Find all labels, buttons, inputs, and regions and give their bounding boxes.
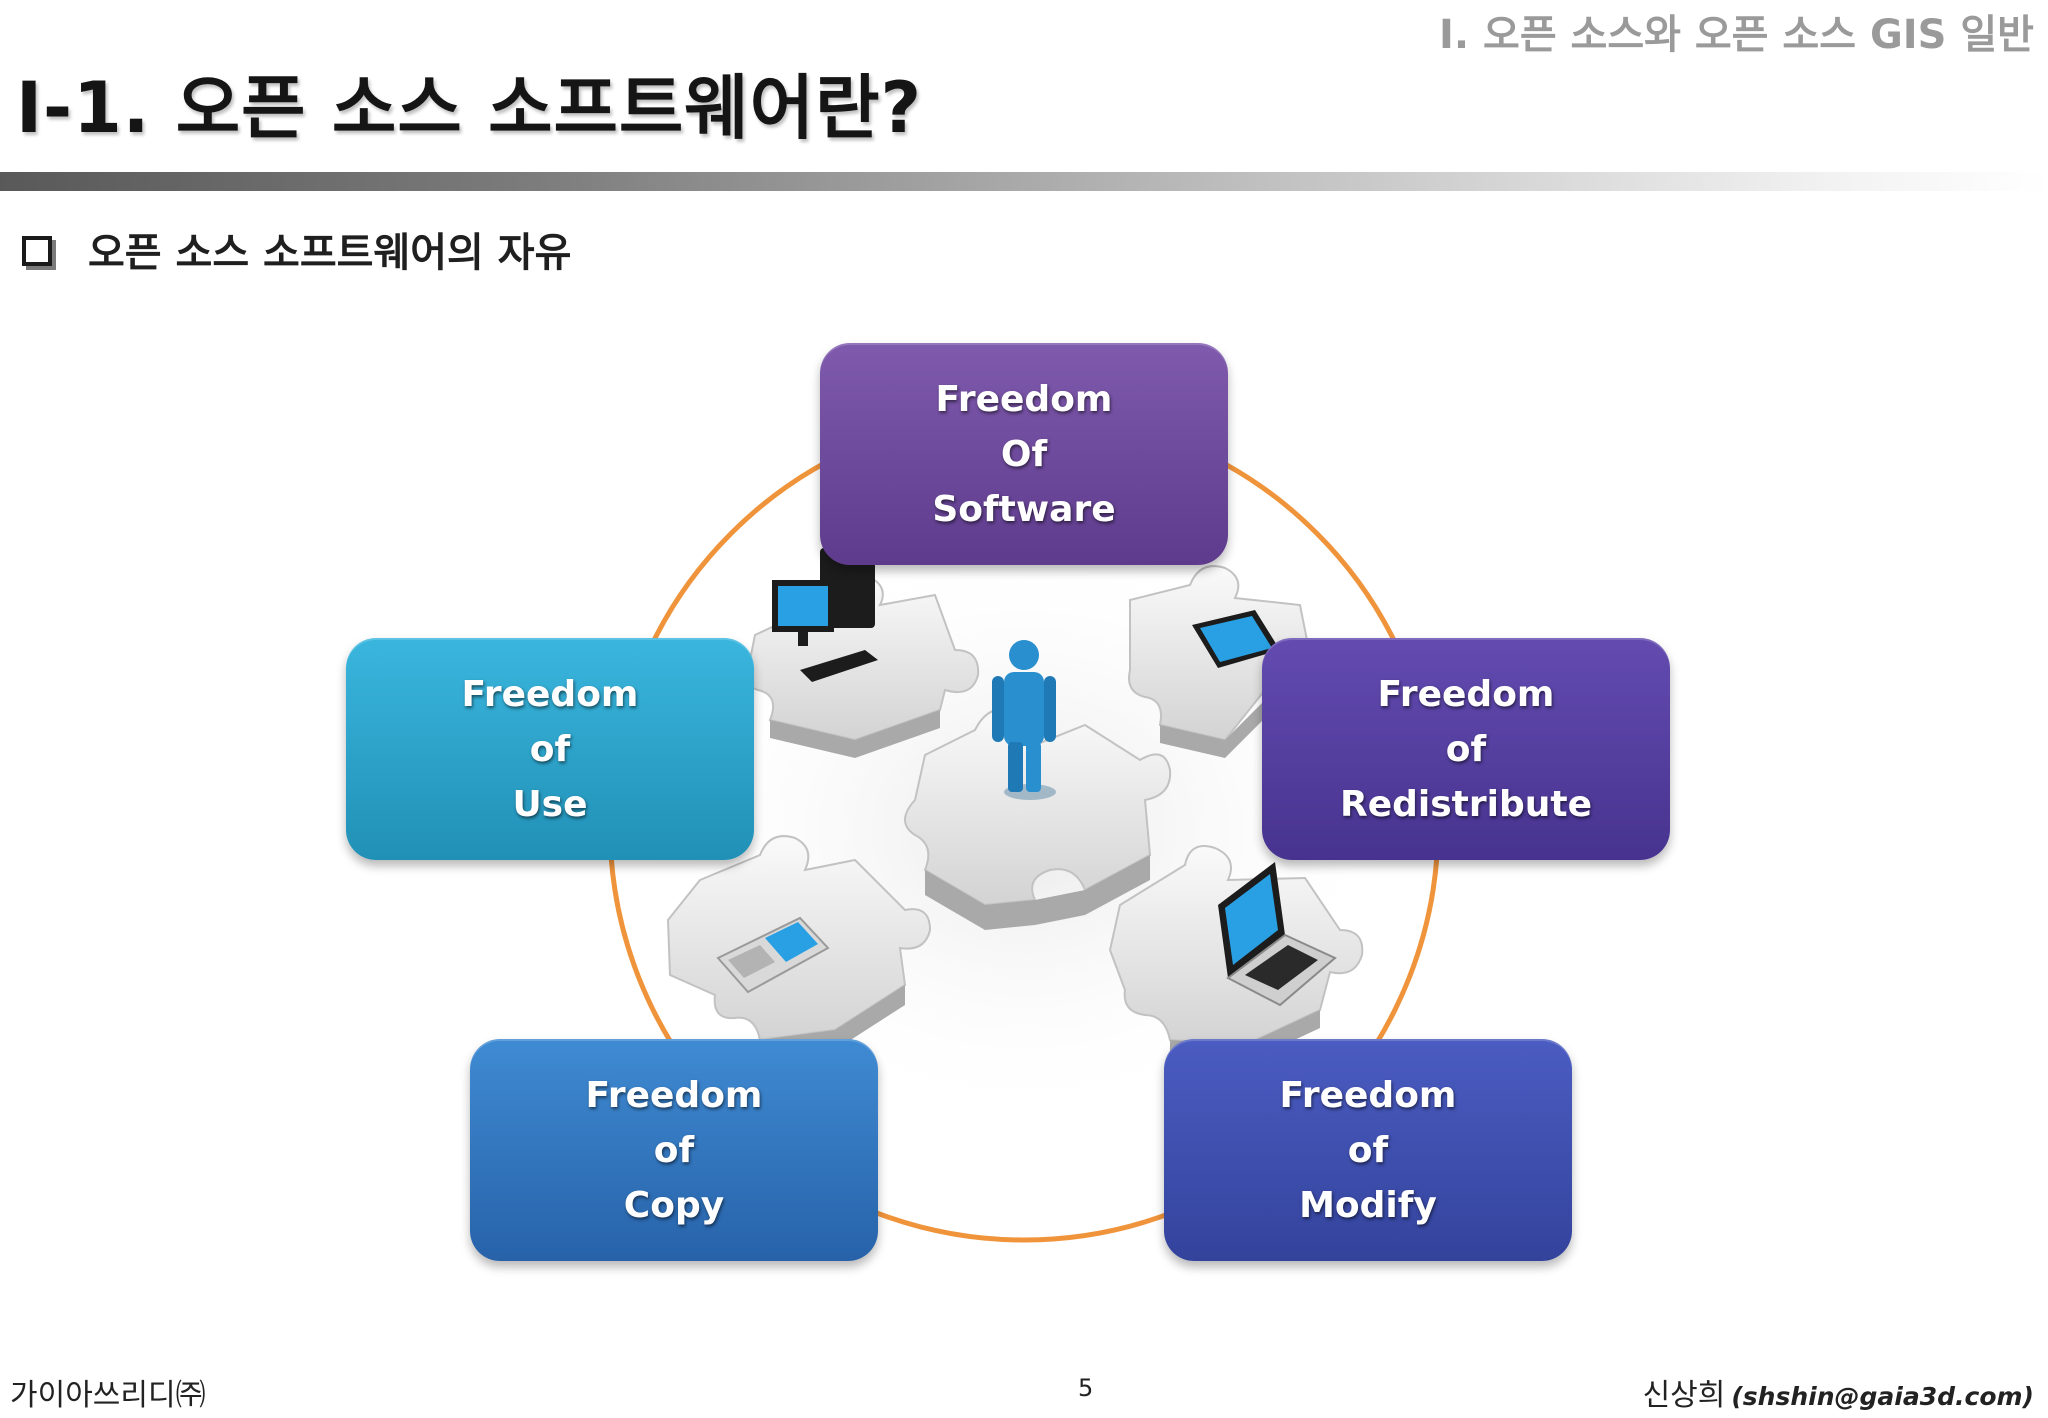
title-divider (0, 172, 2048, 191)
freedom-of-software-node: Freedom Of Software (820, 343, 1228, 565)
laptop-icon (1218, 862, 1337, 1007)
node-label: Freedom of Copy (585, 1074, 763, 1226)
freedom-of-use-node: Freedom of Use (346, 638, 754, 860)
tablet-icon (1192, 610, 1280, 668)
page-number: 5 (1078, 1374, 1094, 1402)
node-label: Freedom of Modify (1279, 1074, 1457, 1226)
node-label: Freedom Of Software (932, 378, 1116, 530)
square-bullet-icon (22, 236, 52, 266)
footer-author: 신상희(shshin@gaia3d.com) (1643, 1370, 2034, 1414)
freedom-of-redistribute-node: Freedom of Redistribute (1262, 638, 1670, 860)
freedom-of-copy-node: Freedom of Copy (470, 1039, 878, 1261)
node-label: Freedom of Redistribute (1340, 673, 1592, 825)
footer-company: 가이아쓰리디㈜ (10, 1378, 206, 1413)
author-email: (shshin@gaia3d.com) (1731, 1382, 2034, 1411)
author-name: 신상희 (1642, 1378, 1726, 1413)
desktop-computer-icon (772, 548, 878, 682)
section-label: I. 오픈 소스와 오픈 소스 GIS 일반 (1439, 12, 2034, 58)
mobile-phone-icon (716, 916, 830, 994)
freedom-of-modify-node: Freedom of Modify (1164, 1039, 1572, 1261)
node-label: Freedom of Use (461, 673, 639, 825)
bullet-text: 오픈 소스 소프트웨어의 자유 (88, 230, 572, 276)
person-icon (992, 640, 1056, 800)
bullet-item: 오픈 소스 소프트웨어의 자유 (22, 220, 571, 278)
page-title: I-1. 오픈 소스 소프트웨어란? (16, 67, 923, 149)
